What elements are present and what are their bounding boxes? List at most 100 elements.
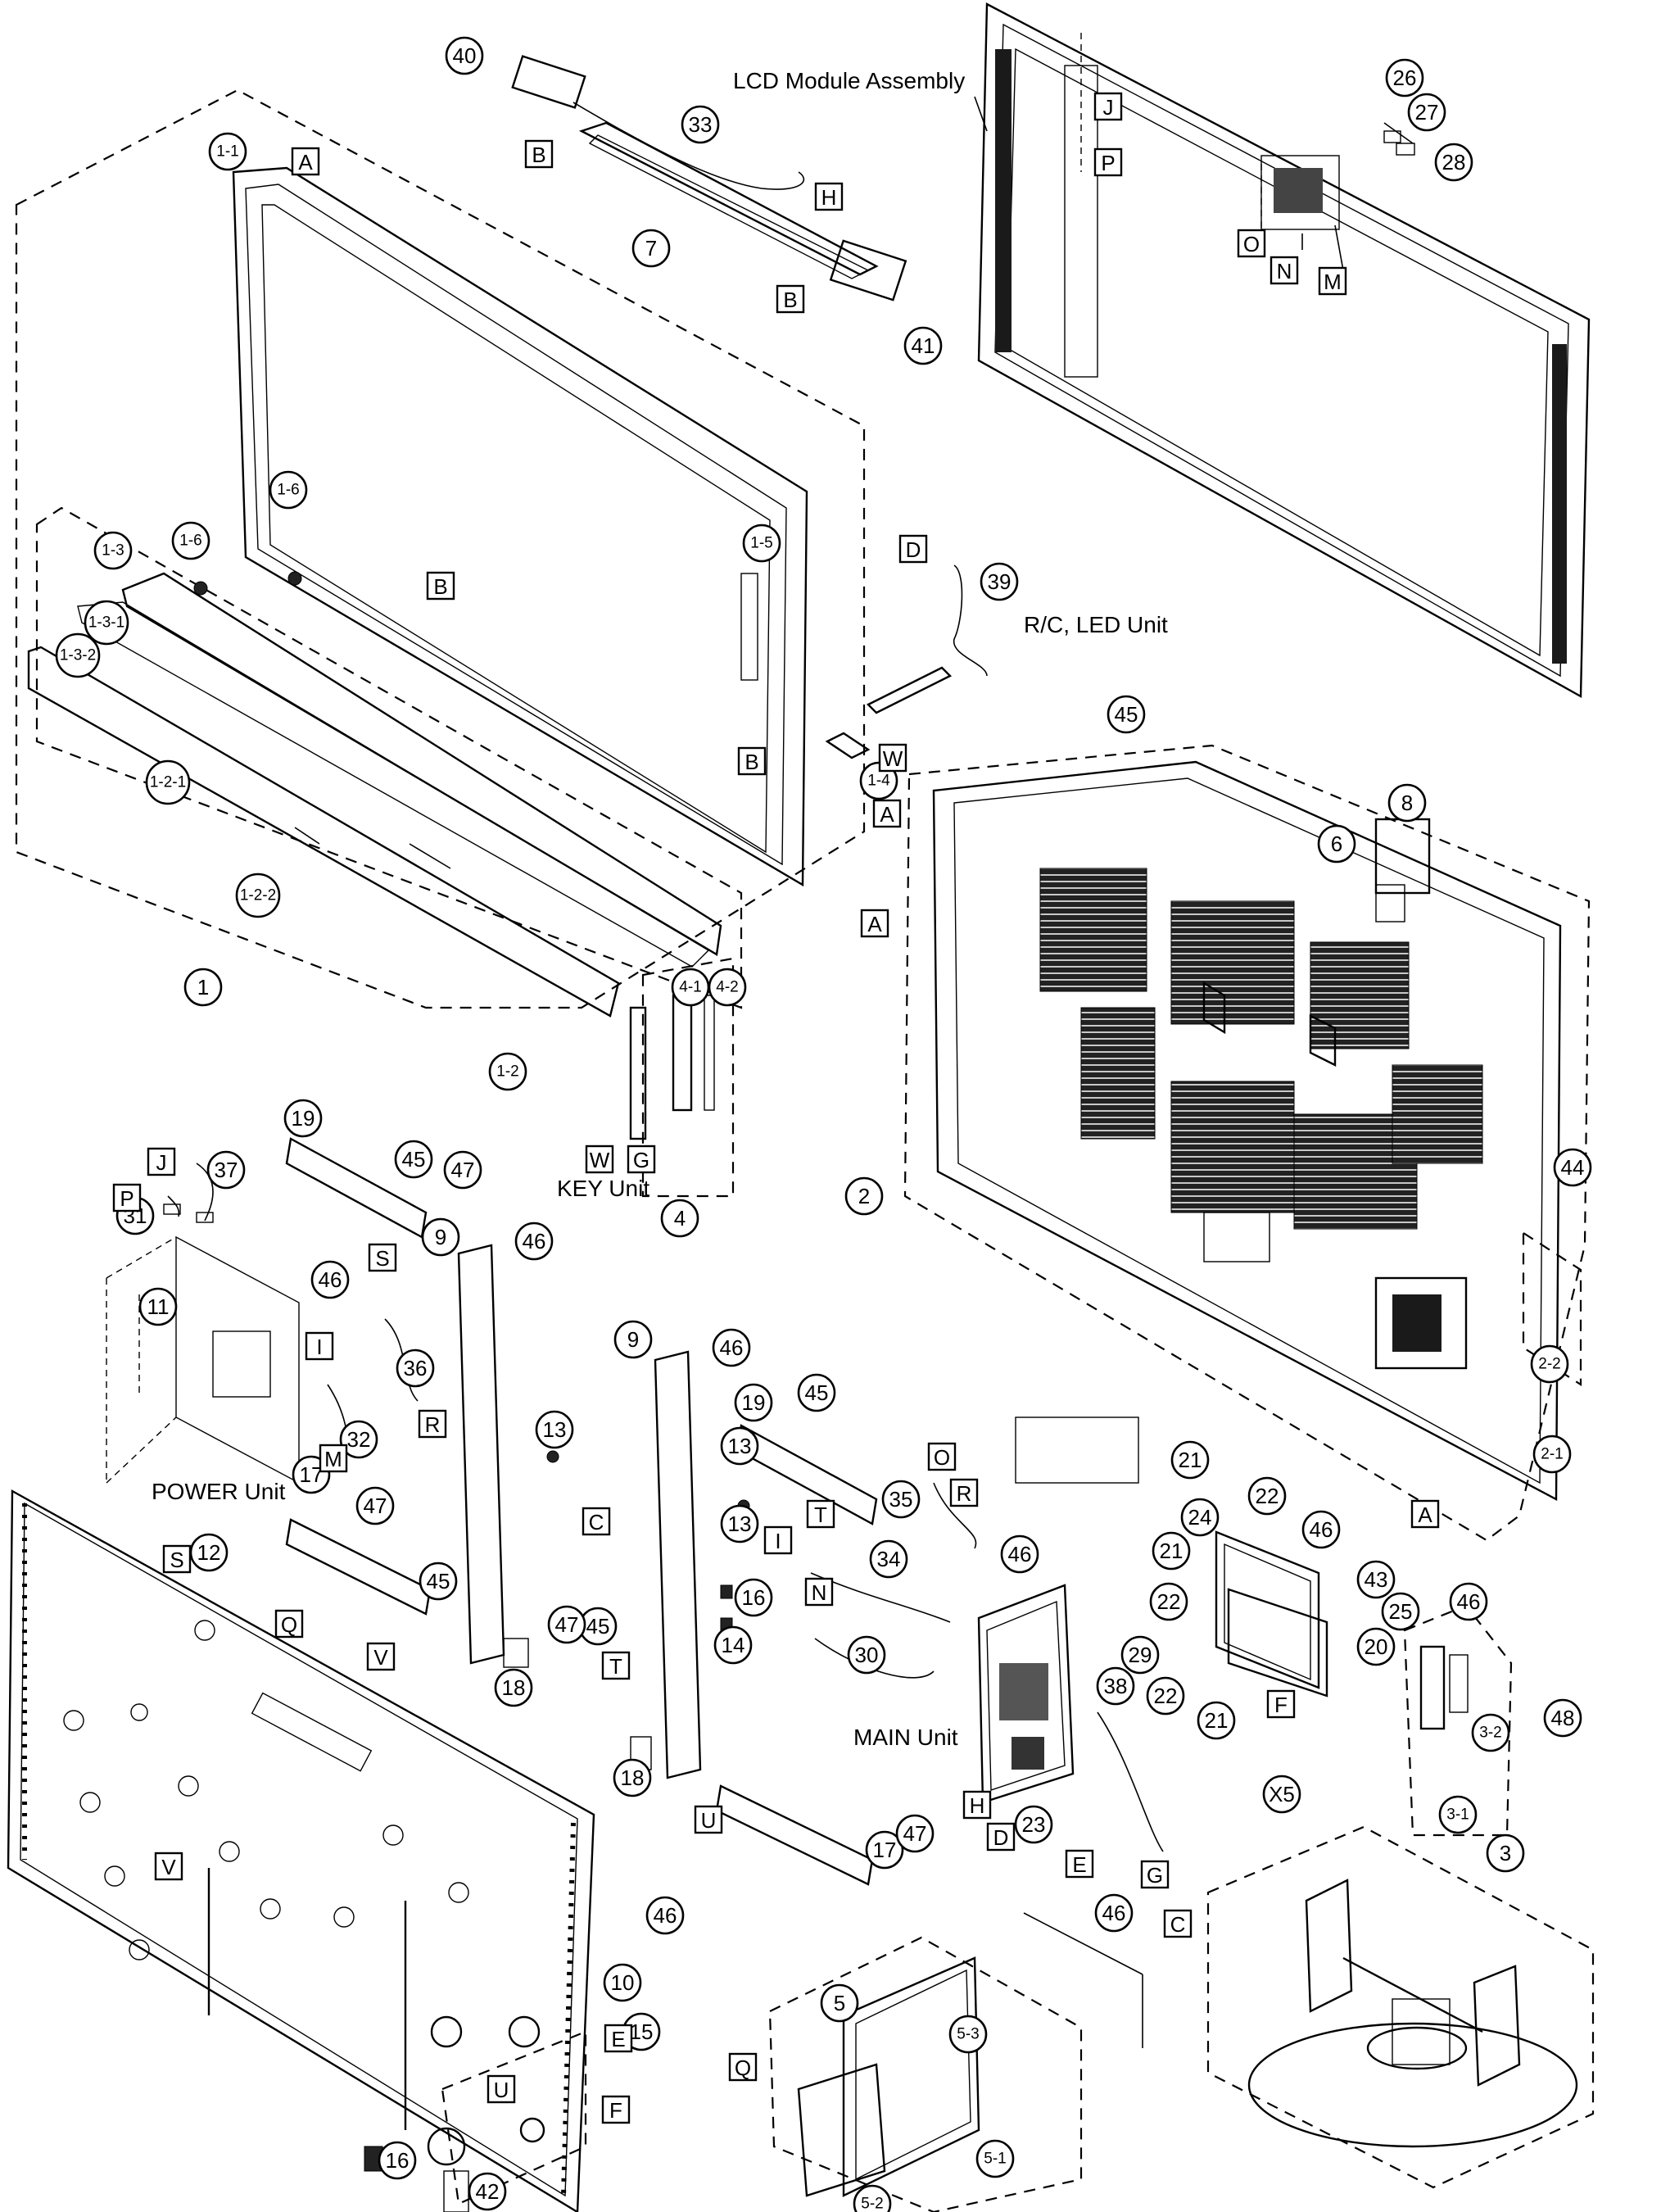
rear-cover-assembly — [903, 744, 1591, 1542]
callout-1-5: 1-5 — [742, 524, 781, 563]
callout-22: 22 — [1247, 1476, 1287, 1516]
front-bezel-assembly — [15, 88, 866, 1018]
ref-box-c: C — [582, 1507, 611, 1536]
svg-text:19: 19 — [742, 1390, 766, 1415]
svg-text:34: 34 — [877, 1547, 901, 1571]
callout-35: 35 — [881, 1480, 921, 1519]
svg-text:J: J — [156, 1150, 167, 1175]
svg-text:A: A — [298, 150, 313, 175]
svg-text:H: H — [821, 185, 837, 210]
svg-text:14: 14 — [722, 1633, 745, 1657]
svg-text:42: 42 — [476, 2179, 500, 2204]
callout-46: 46 — [1094, 1893, 1134, 1933]
svg-text:M: M — [1324, 270, 1342, 294]
svg-text:18: 18 — [621, 1766, 645, 1790]
ref-box-w: W — [878, 743, 907, 773]
svg-text:9: 9 — [435, 1225, 446, 1249]
ref-box-q: Q — [274, 1609, 304, 1639]
callout-3: 3 — [1486, 1834, 1525, 1873]
svg-text:47: 47 — [555, 1612, 579, 1637]
callout-28: 28 — [1434, 143, 1473, 182]
power-unit — [106, 1163, 419, 1484]
callout-47: 47 — [443, 1150, 482, 1190]
callout-2: 2 — [844, 1176, 884, 1216]
ref-box-a: A — [1410, 1499, 1440, 1529]
callout-40: 40 — [445, 36, 484, 75]
ref-box-d: D — [898, 534, 928, 564]
bracket-5-assembly — [768, 1912, 1143, 2212]
callout-42: 42 — [468, 2172, 507, 2211]
svg-text:21: 21 — [1160, 1539, 1184, 1563]
callout-46: 46 — [310, 1260, 350, 1299]
svg-text:7: 7 — [645, 236, 657, 261]
svg-text:1-6: 1-6 — [277, 482, 299, 499]
svg-text:U: U — [701, 1808, 717, 1833]
callout-4-1: 4-1 — [671, 968, 710, 1007]
ref-box-t: T — [601, 1651, 631, 1680]
svg-text:S: S — [375, 1246, 389, 1271]
speaker-assembly — [511, 55, 907, 301]
callout-1: 1 — [183, 968, 223, 1007]
callout-6: 6 — [1317, 824, 1356, 863]
svg-text:13: 13 — [728, 1512, 752, 1536]
ref-box-v: V — [154, 1852, 183, 1881]
svg-text:24: 24 — [1188, 1505, 1212, 1530]
svg-text:W: W — [883, 746, 903, 771]
ref-box-f: F — [1266, 1689, 1296, 1719]
svg-text:4-2: 4-2 — [716, 979, 738, 996]
ref-box-u: U — [487, 2074, 516, 2104]
ref-box-u: U — [694, 1805, 723, 1834]
ref-box-j: J — [147, 1147, 176, 1176]
svg-text:P: P — [120, 1186, 134, 1211]
callout-x5: X5 — [1262, 1775, 1301, 1814]
callout-26: 26 — [1385, 58, 1424, 97]
svg-text:13: 13 — [543, 1417, 567, 1442]
callout-5: 5 — [820, 1983, 859, 2023]
svg-text:U: U — [494, 2078, 509, 2102]
svg-text:D: D — [906, 537, 921, 562]
ref-box-p: P — [1093, 147, 1123, 177]
svg-text:V: V — [373, 1645, 388, 1670]
callout-4-2: 4-2 — [708, 968, 747, 1007]
svg-text:9: 9 — [627, 1327, 639, 1352]
callout-1-3: 1-3 — [93, 531, 133, 570]
ref-box-i: I — [305, 1331, 334, 1361]
svg-text:P: P — [1101, 151, 1115, 175]
svg-text:46: 46 — [1310, 1517, 1333, 1542]
callout-1-3-2: 1-3-2 — [55, 632, 101, 678]
svg-text:45: 45 — [586, 1614, 610, 1639]
ref-box-b: B — [426, 571, 455, 601]
svg-text:20: 20 — [1365, 1634, 1388, 1659]
svg-text:I: I — [316, 1335, 322, 1359]
svg-text:C: C — [1170, 1912, 1186, 1937]
ref-box-e: E — [604, 2024, 633, 2053]
callout-48: 48 — [1543, 1698, 1582, 1738]
svg-text:28: 28 — [1442, 150, 1466, 175]
svg-text:45: 45 — [1115, 702, 1138, 727]
svg-text:G: G — [633, 1148, 649, 1172]
svg-text:T: T — [609, 1654, 622, 1679]
callout-12: 12 — [189, 1533, 229, 1572]
svg-text:I: I — [775, 1529, 781, 1553]
svg-text:47: 47 — [451, 1158, 475, 1182]
svg-text:1-1: 1-1 — [216, 143, 238, 161]
svg-text:1-3-1: 1-3-1 — [88, 614, 124, 632]
ref-box-e: E — [1065, 1849, 1094, 1879]
terminal-brackets — [1215, 1530, 1513, 1837]
ref-box-f: F — [601, 2095, 631, 2124]
svg-text:27: 27 — [1415, 100, 1439, 125]
svg-text:30: 30 — [855, 1643, 879, 1667]
svg-text:T: T — [814, 1503, 827, 1527]
svg-text:B: B — [532, 143, 545, 167]
callout-21: 21 — [1170, 1440, 1210, 1480]
callout-45: 45 — [578, 1607, 618, 1646]
ref-box-a: A — [872, 799, 902, 828]
svg-text:45: 45 — [402, 1147, 426, 1172]
svg-text:10: 10 — [611, 1970, 635, 1995]
main-unit-label: MAIN Unit — [853, 1725, 958, 1750]
ref-box-a: A — [860, 909, 889, 938]
svg-text:17: 17 — [300, 1462, 324, 1487]
ref-box-m: M — [1318, 266, 1347, 296]
svg-text:23: 23 — [1022, 1812, 1046, 1837]
svg-text:A: A — [880, 802, 894, 827]
